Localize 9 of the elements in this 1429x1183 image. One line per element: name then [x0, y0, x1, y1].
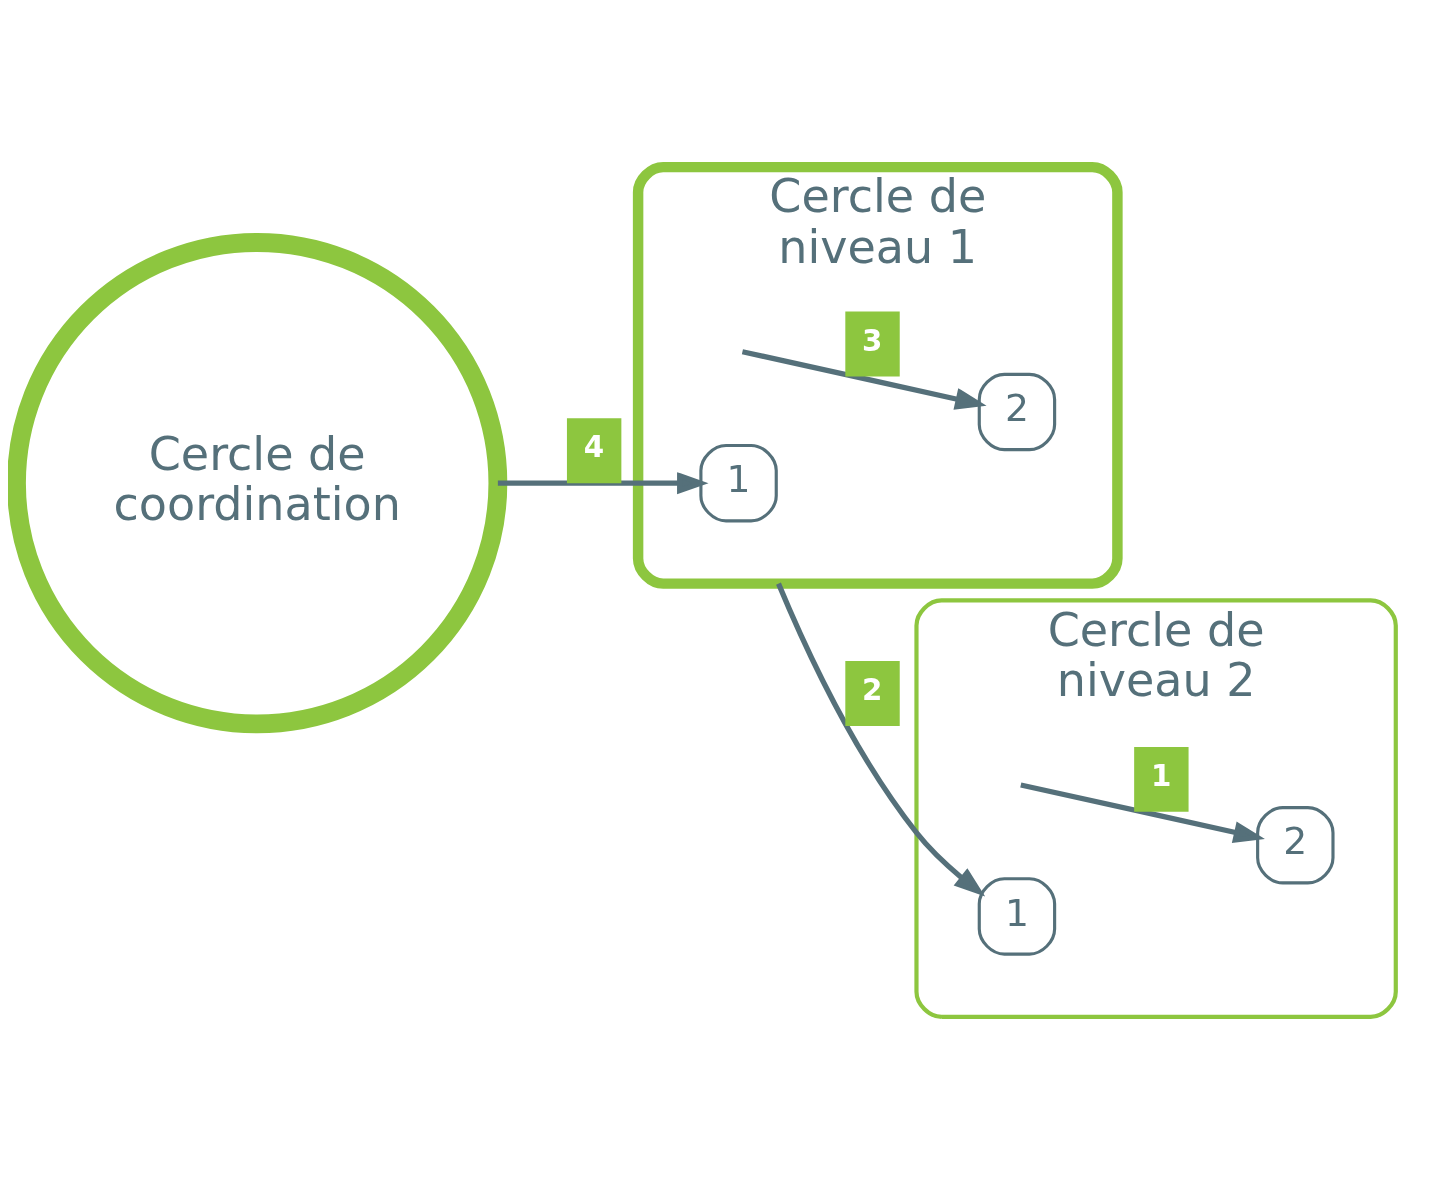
arrow: [741, 348, 987, 410]
arrow: [776, 582, 986, 896]
arrow: [497, 471, 709, 494]
node-circle: Cercle de coordination: [8, 232, 508, 733]
edge-label: 1: [1150, 758, 1172, 793]
edge-label: 4: [583, 429, 605, 464]
edge-label: 3: [862, 323, 883, 358]
arrow: [1020, 781, 1265, 843]
edge-label: 2: [862, 672, 883, 707]
